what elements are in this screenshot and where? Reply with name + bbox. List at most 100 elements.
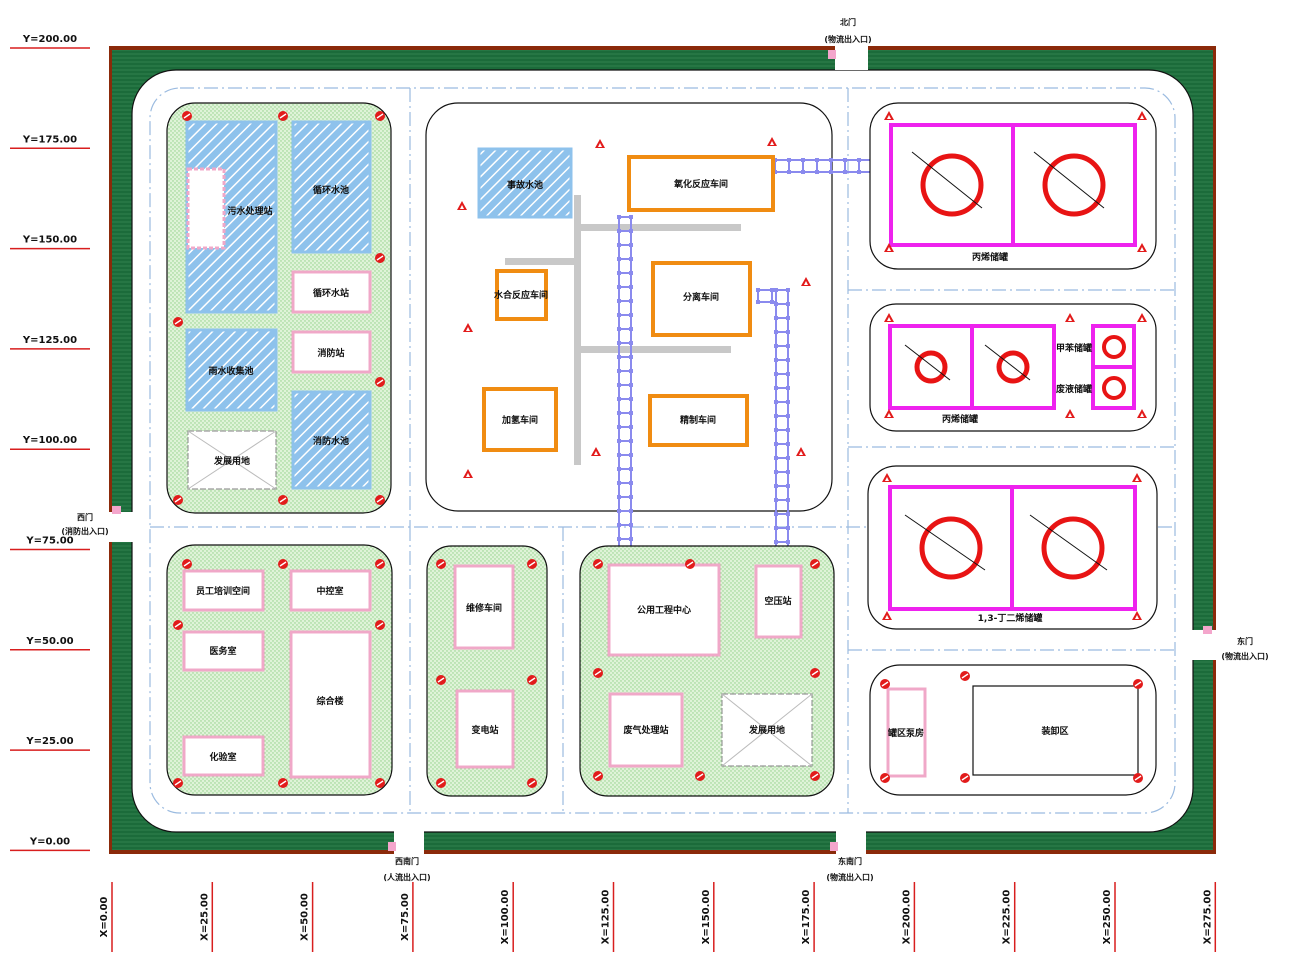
building-fire-pool[interactable]: 消防水池 [291,390,372,490]
pipe-rack-node [629,243,633,247]
label: 丙烯储罐 [942,413,978,425]
building-waste-gas[interactable]: 废气处理站 [608,692,684,768]
pipe-rack-node [617,285,621,289]
label: 发展用地 [213,455,250,467]
north-gate-name: 北门 [840,17,856,27]
building-repair[interactable]: 维修车间 [453,564,515,650]
pipe-rack-node [629,467,633,471]
building-utility-center[interactable]: 公用工程中心 [607,563,721,657]
pipe-rack-node [786,400,790,404]
x-axis-label: X=250.00 [1102,890,1113,945]
pipe-rack-node [801,170,805,174]
tank-farm-propylene[interactable]: 丙烯储罐 [889,123,1137,263]
fire-hydrant-icon [592,558,604,570]
pipe-rack-gray [505,195,741,465]
pipe-rack-node [774,414,778,418]
north-gate-note: (物流出入口) [824,34,871,44]
pipe-rack-node [774,512,778,516]
building-training[interactable]: 员工培训空间 [182,569,265,612]
gate-post [830,842,838,851]
pipe-rack-node [843,170,847,174]
pipe-rack-node [617,313,621,317]
label: 消防站 [317,347,344,359]
x-axis-label: X=275.00 [1202,890,1213,945]
pipe-rack-node [786,316,790,320]
pipe-rack-node [770,288,774,292]
pipe-rack-node [629,229,633,233]
fire-hydrant-icon [374,558,386,570]
pipe-rack-node [786,372,790,376]
tank-waste[interactable]: 废液储罐 [1056,365,1136,410]
southwest-gate-note: (人流出入口) [383,872,430,882]
building-air-compressor[interactable]: 空压站 [754,564,803,639]
pipe-rack-node [617,355,621,359]
building-office[interactable]: 综合楼 [289,630,372,779]
fire-hydrant-icon [592,770,604,782]
building-circ-pool[interactable]: 循环水池 [291,120,372,254]
east-gate-opening [1192,630,1218,660]
fire-hydrant-icon [374,619,386,631]
pipe-rack-node [774,484,778,488]
pipe-rack-node [617,467,621,471]
pipe-rack-node [617,411,621,415]
tank-farm-propylene-2[interactable]: 丙烯储罐 [888,324,1056,425]
building-oxidation[interactable]: 氧化反应车间 [627,155,775,212]
building-hydration[interactable]: 水合反应车间 [494,269,548,321]
label: 精制车间 [680,414,716,426]
pipe-rack-node [629,411,633,415]
fire-hydrant-icon [277,110,289,122]
y-axis-label: Y=25.00 [25,736,73,747]
label: 废液储罐 [1056,383,1092,395]
building-refining[interactable]: 精制车间 [648,394,749,447]
y-axis-label: Y=175.00 [22,134,77,145]
building-circ-station[interactable]: 循环水站 [291,270,372,314]
tank-farm-butadiene[interactable]: 1,3-丁二烯储罐 [888,485,1137,624]
x-axis-label: X=125.00 [601,890,612,945]
pipe-rack-node [774,540,778,544]
building-rain-pool[interactable]: 雨水收集池 [185,328,278,412]
label: 消防水池 [313,435,349,447]
building-control[interactable]: 中控室 [289,569,372,612]
pipe-rack-node [774,456,778,460]
building-wastewater[interactable]: 污水处理站 [185,120,278,314]
fire-hydrant-icon [809,770,821,782]
west-gate-name: 西门 [77,512,93,522]
area-loading[interactable]: 装卸区 [972,685,1139,776]
building-lab[interactable]: 化验室 [182,735,265,777]
pipe-rack-node [786,456,790,460]
pipe-rack-node [786,498,790,502]
y-axis-labels: Y=200.00Y=175.00Y=150.00Y=125.00Y=100.00… [10,34,90,852]
pipe-rack-node [770,300,774,304]
gate-post [112,506,121,514]
fire-hydrant-icon [374,494,386,506]
road-centerlines [149,87,1176,814]
building-hydrogenation[interactable]: 加氢车间 [482,387,558,452]
pipe-rack-node [629,383,633,387]
fire-hydrant-icon [526,558,538,570]
building-fire-station[interactable]: 消防站 [291,330,372,374]
label: 事故水池 [507,179,543,191]
building-dev-land-1[interactable]: 发展用地 [187,430,277,490]
east-gate-name: 东门 [1237,636,1253,646]
building-substation[interactable]: 变电站 [455,689,515,769]
x-axis-label: X=175.00 [801,890,812,945]
pipe-rack-node [815,170,819,174]
pipe-rack-node [629,509,633,513]
building-separation[interactable]: 分离车间 [651,261,752,337]
pipe-rack-node [857,158,861,162]
building-dev-land-2[interactable]: 发展用地 [721,693,813,767]
pipe-rack-node [787,170,791,174]
x-axis-label: X=200.00 [901,890,912,945]
label: 循环水站 [313,287,349,299]
building-accident-pool[interactable]: 事故水池 [477,147,573,219]
building-medical[interactable]: 医务室 [182,630,265,672]
pipe-rack-node [786,302,790,306]
pipe-rack-node [629,215,633,219]
west-gate-note: (消防出入口) [61,526,108,536]
building-tank-pump[interactable]: 罐区泵房 [886,687,927,778]
fire-hydrant-icon [172,777,184,789]
label: 装卸区 [1040,725,1068,737]
gate-post [828,50,836,59]
pipe-rack-node [786,540,790,544]
label: 废气处理站 [623,724,668,736]
